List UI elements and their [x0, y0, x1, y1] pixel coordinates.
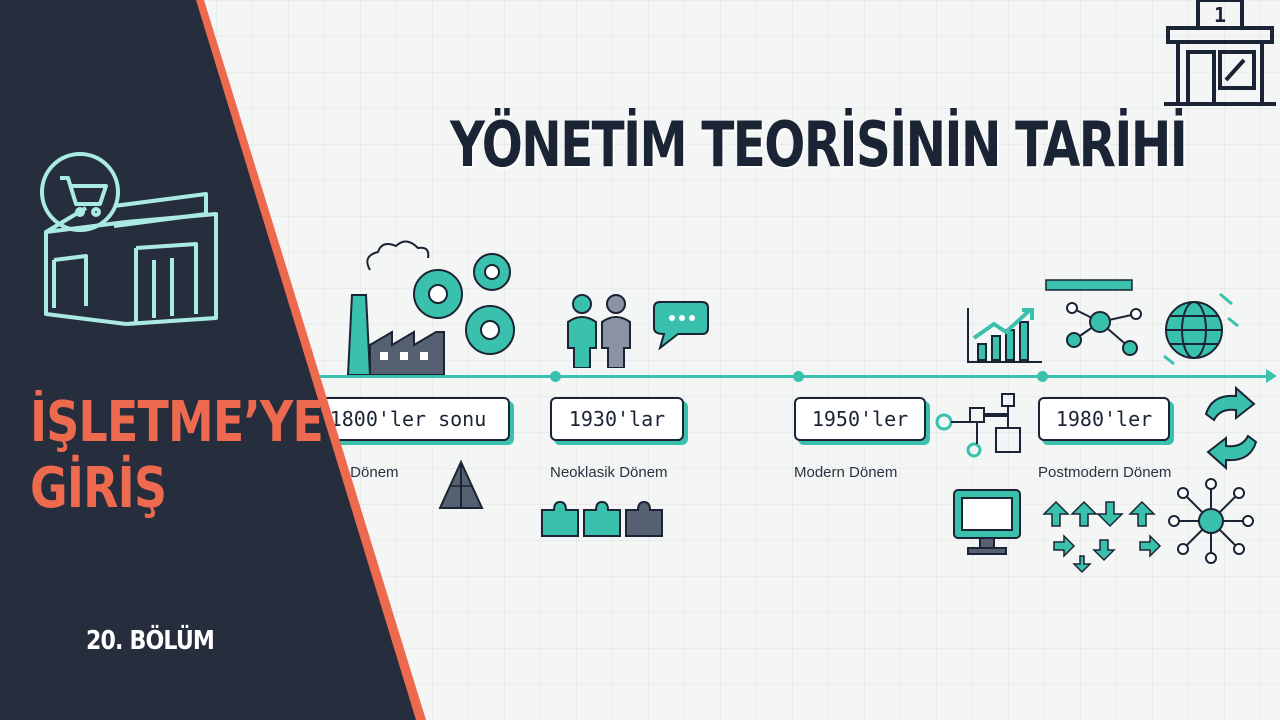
timeline-dot	[793, 371, 804, 382]
shop-building-icon: 1	[1164, 0, 1276, 106]
recycle-arrows-icon	[1204, 386, 1258, 471]
flowchart-icon	[935, 393, 1021, 458]
store-cart-icon	[40, 152, 218, 326]
pyramid-icon	[438, 460, 484, 509]
timeline-dot	[1037, 371, 1048, 382]
globe-icon	[1163, 292, 1239, 366]
page-title: YÖNETİM TEORİSİNİN TARİHİ	[450, 108, 1188, 181]
puzzle-pieces-icon	[541, 500, 663, 537]
era-period-4: 1980'ler	[1038, 397, 1170, 441]
series-title-line2: GİRİŞ	[30, 456, 167, 521]
gears-icon	[413, 253, 515, 355]
growth-chart-icon	[967, 308, 1042, 363]
badge-number: 1	[1214, 3, 1226, 27]
people-puzzle-icon	[567, 294, 631, 368]
era-period-1: 1800'ler sonu	[306, 397, 510, 441]
computer-monitor-icon	[953, 489, 1021, 555]
network-nodes-icon	[1045, 279, 1142, 356]
era-period-2: 1930'lar	[550, 397, 684, 441]
timeline-dot	[550, 371, 561, 382]
era-label-1: Klasik Dönem	[306, 464, 399, 481]
chat-bubble-icon	[653, 301, 709, 350]
timeline-arrowhead	[1266, 369, 1277, 383]
hub-network-icon	[1168, 478, 1254, 564]
era-period-3: 1950'ler	[794, 397, 926, 441]
era-label-4: Postmodern Dönem	[1038, 464, 1172, 481]
arrows-cluster-icon	[1042, 500, 1162, 574]
episode-number: 20. BÖLÜM	[86, 626, 215, 656]
era-label-2: Neoklasik Dönem	[550, 464, 668, 481]
timeline-line	[300, 375, 1270, 378]
series-title-line1: İŞLETME’YE	[30, 390, 324, 455]
series-title: İŞLETME’YE GİRİŞ	[30, 390, 324, 522]
era-label-3: Modern Dönem	[794, 464, 898, 481]
